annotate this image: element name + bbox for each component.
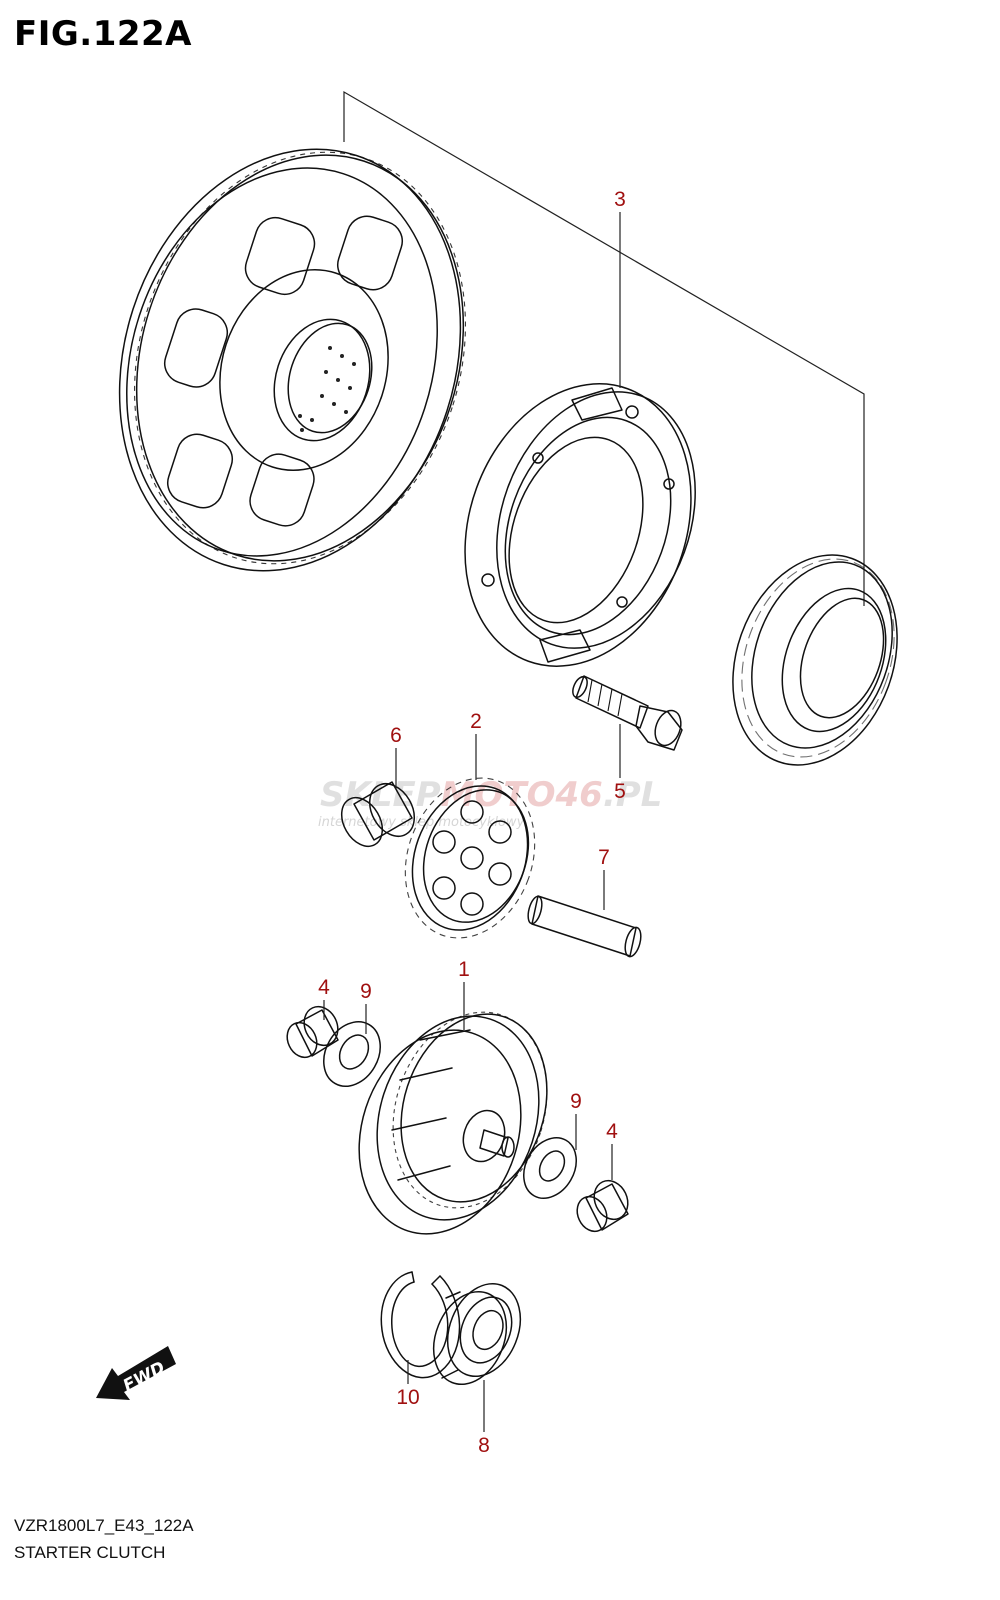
idle-gear xyxy=(404,777,536,939)
callout-7: 7 xyxy=(598,846,610,869)
bushing-6 xyxy=(340,781,416,847)
watermark: SKLEPMOTO46.PL internetowy sklep motocyk… xyxy=(318,775,662,830)
diagram-caption: STARTER CLUTCH xyxy=(14,1543,166,1562)
idle-gear-shaft xyxy=(527,895,642,958)
one-way-clutch xyxy=(732,554,898,766)
callout-1: 1 xyxy=(458,958,470,981)
callout-5: 5 xyxy=(614,780,626,803)
diagram-footer: VZR1800L7_E43_122A STARTER CLUTCH xyxy=(14,1512,194,1566)
bushing-4-upper xyxy=(286,1005,339,1059)
washer-9-upper xyxy=(323,1021,381,1087)
callout-8: 8 xyxy=(478,1434,490,1457)
callout-4-upper: 4 xyxy=(318,976,330,999)
callout-4-lower: 4 xyxy=(606,1120,618,1143)
bolt xyxy=(572,675,683,751)
callout-9-upper: 9 xyxy=(360,980,372,1003)
diagram-code: VZR1800L7_E43_122A xyxy=(14,1516,194,1535)
figure-title: FIG.122A xyxy=(14,14,192,54)
starter-clutch-housing xyxy=(464,383,696,667)
leader-lines xyxy=(323,212,621,1432)
gear-hub-holes xyxy=(298,346,356,432)
callout-10: 10 xyxy=(396,1386,419,1409)
washer-9-lower xyxy=(523,1137,577,1199)
callout-3: 3 xyxy=(614,188,626,211)
bushing-4-lower xyxy=(576,1179,629,1233)
starter-idle-gear xyxy=(358,1011,548,1235)
callout-2: 2 xyxy=(470,710,482,733)
bearing xyxy=(432,1282,522,1386)
part-callouts: 1 2 3 4 4 5 6 7 8 9 9 10 xyxy=(318,188,626,1457)
starter-driven-gear xyxy=(118,148,466,572)
watermark-brand: SKLEPMOTO46.PL xyxy=(320,775,662,815)
callout-9-lower: 9 xyxy=(570,1090,582,1113)
watermark-tagline: internetowy sklep motocyklowy xyxy=(318,815,525,830)
fwd-direction-badge: FWD xyxy=(96,1346,176,1400)
callout-6: 6 xyxy=(390,724,402,747)
circlip xyxy=(380,1271,461,1379)
assembly-bracket xyxy=(343,90,865,606)
